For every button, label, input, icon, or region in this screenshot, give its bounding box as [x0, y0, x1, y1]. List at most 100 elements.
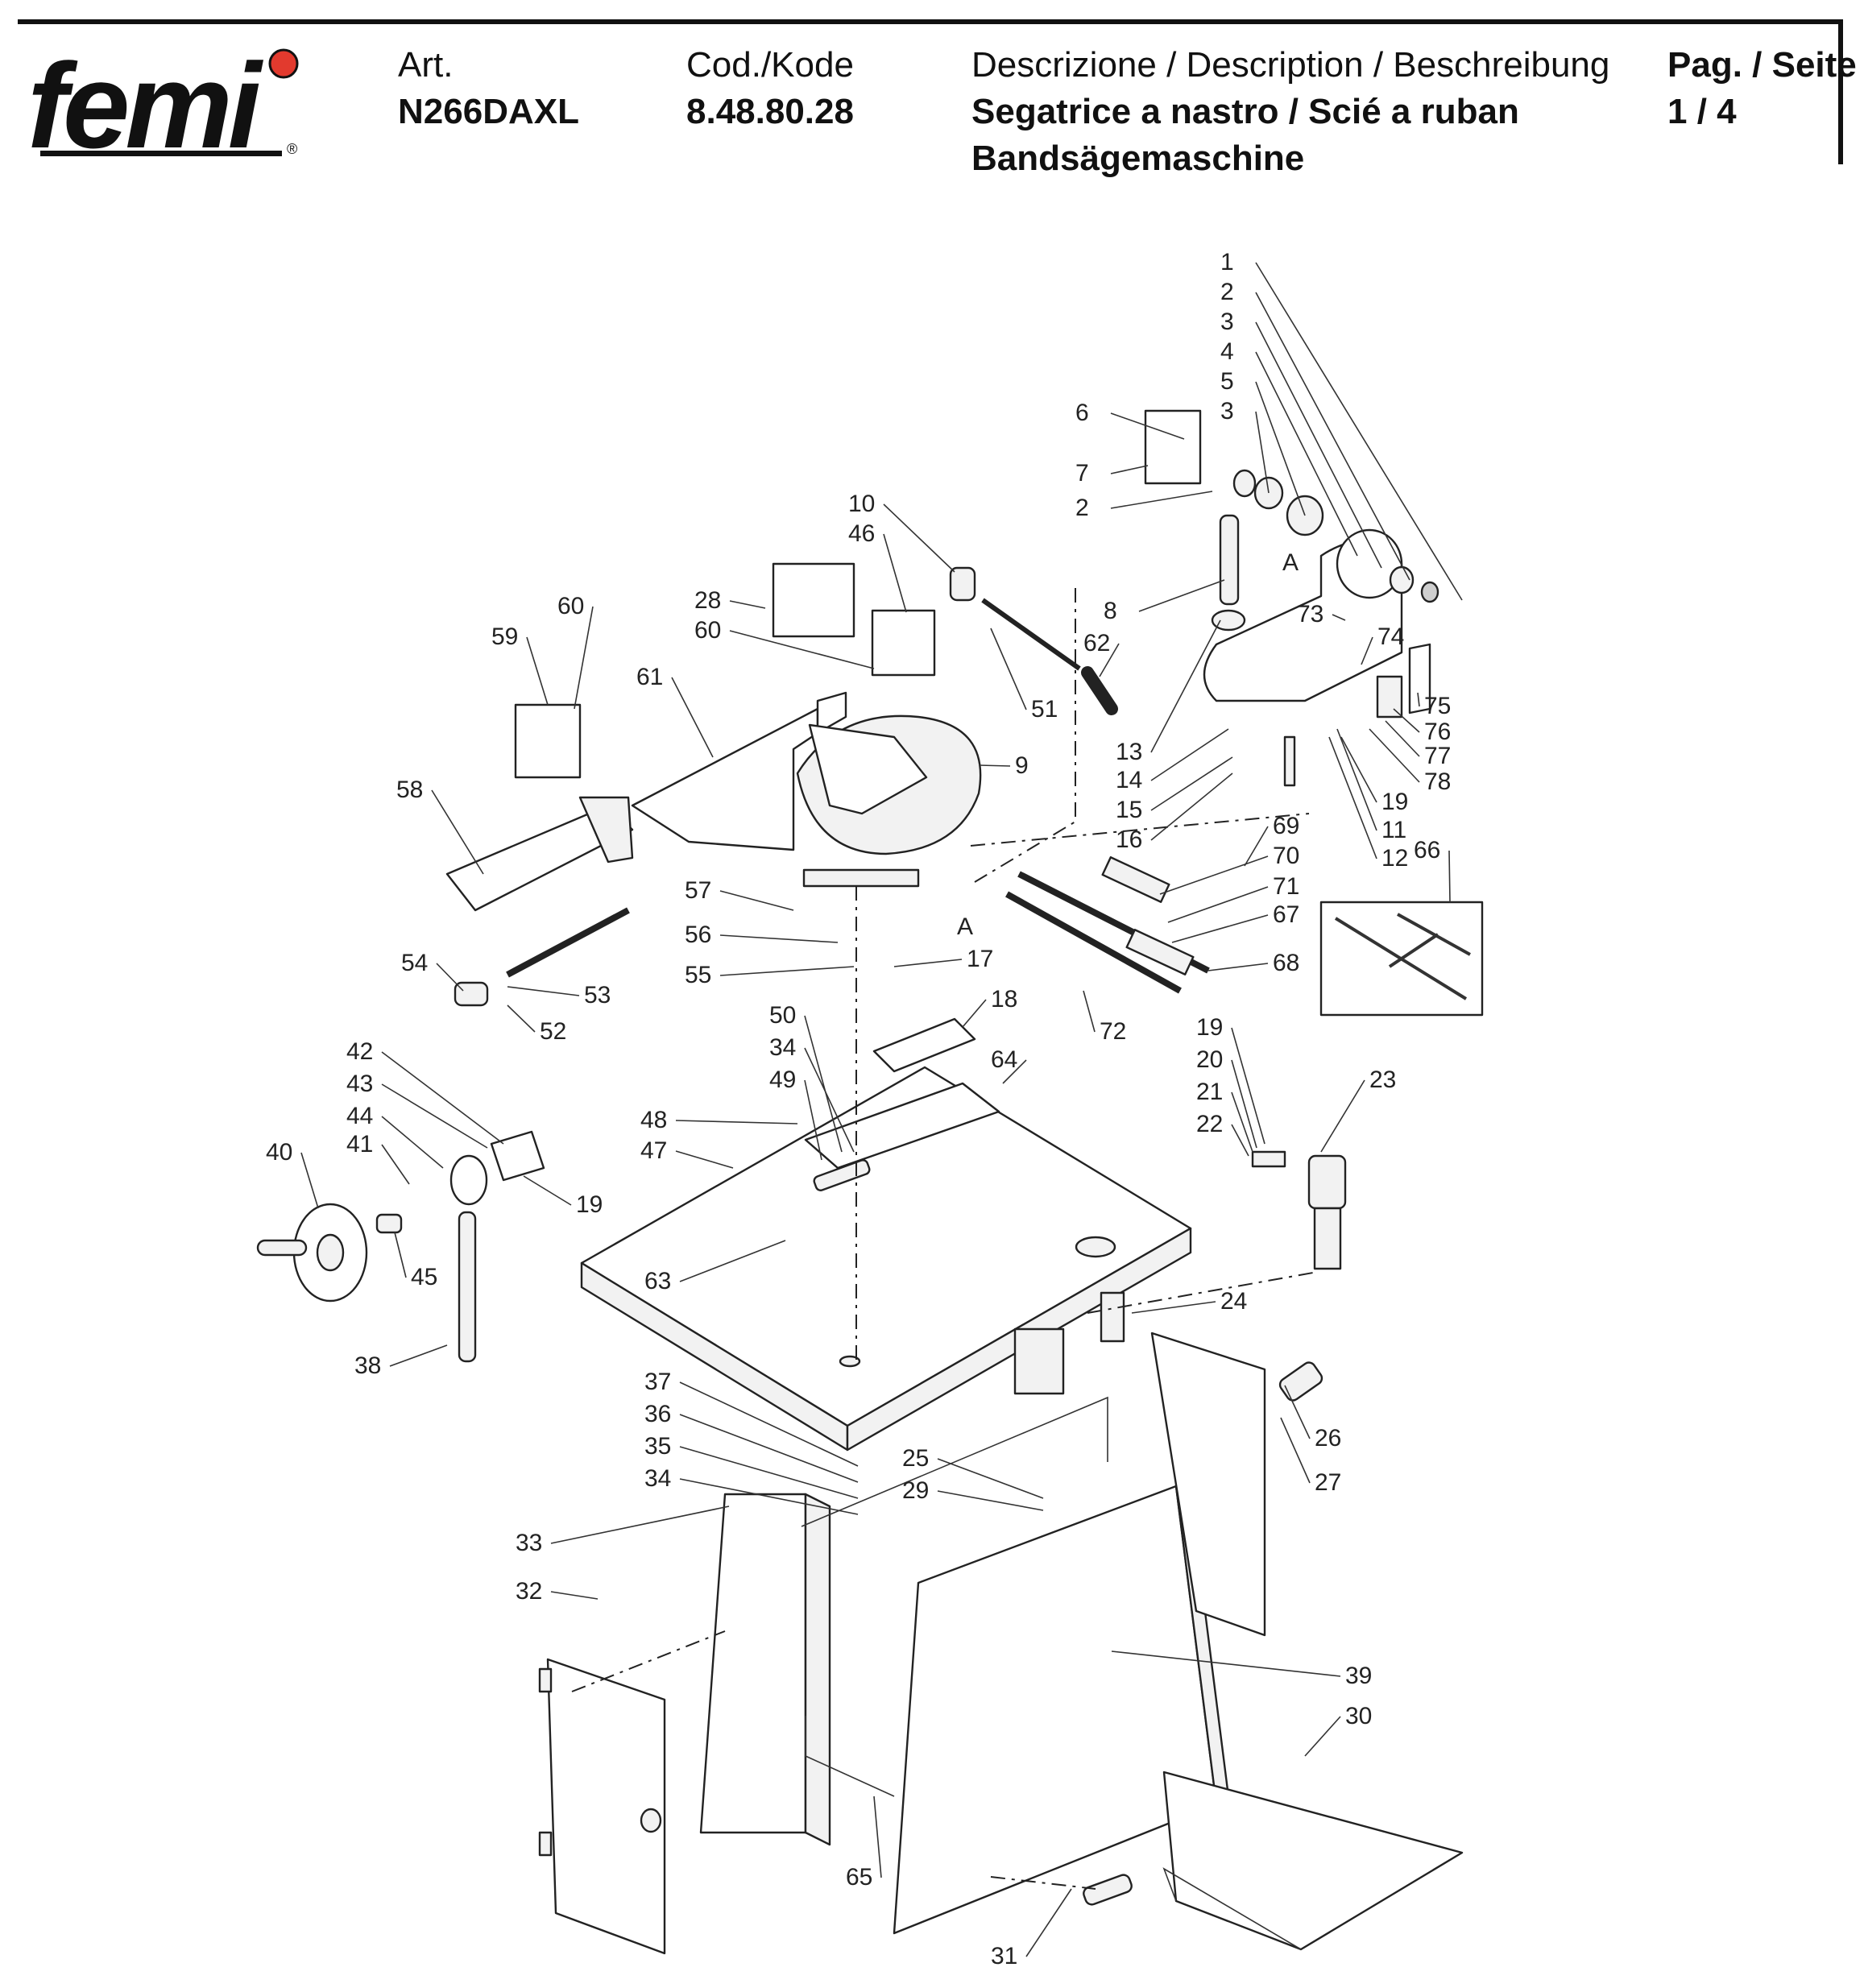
cap-10 [949, 566, 976, 602]
callout-label: 3 [1220, 309, 1234, 335]
callout-label: 25 [902, 1445, 929, 1472]
callout-leader [1328, 736, 1377, 859]
callout-label: 42 [346, 1038, 373, 1065]
callout-label: 50 [769, 1002, 796, 1029]
switch-76 [1376, 675, 1403, 719]
back-panel [1150, 1332, 1266, 1637]
description-line-2: Bandsägemaschine [971, 139, 1305, 178]
callout-leader [1393, 708, 1420, 733]
clamp-plate-28 [772, 562, 855, 638]
callout-label: 37 [644, 1369, 671, 1395]
section-marks: AA [957, 549, 1299, 940]
callout-label: 6 [1075, 400, 1089, 426]
code-value: 8.48.80.28 [686, 92, 854, 131]
callout-leader [523, 1175, 572, 1206]
femi-logo: femi ® [24, 38, 306, 173]
callout-leader [381, 1116, 444, 1169]
callout-leader [1171, 914, 1269, 943]
callout-leader [1150, 619, 1221, 753]
callout-leader [990, 627, 1027, 710]
vice-body-58 [445, 804, 634, 912]
description-line-1: Segatrice a nastro / Scié a ruban [971, 92, 1519, 131]
callout-leader [1110, 491, 1213, 509]
callout-leader [1159, 855, 1269, 895]
door-panel [546, 1658, 666, 1955]
callout-leader [675, 1150, 734, 1169]
base-tray [580, 1066, 1192, 1452]
bearing-block-43 [449, 1154, 488, 1206]
header-frame-top [18, 19, 1843, 24]
callout-leader [1002, 1059, 1027, 1084]
callout-leader [1231, 1027, 1265, 1145]
flange-42 [490, 1130, 545, 1182]
description-label: Descrizione / Description / Beschreibung [971, 45, 1610, 85]
callout-label: 57 [685, 877, 711, 904]
callout-leader [1448, 850, 1451, 903]
callout-leader [679, 1240, 786, 1282]
callout-leader [804, 1047, 855, 1153]
tray-hole [1075, 1236, 1116, 1258]
callout-leader [679, 1478, 859, 1515]
callout-leader [1284, 1385, 1311, 1439]
callout-leader [893, 959, 963, 967]
callout-label: 56 [685, 922, 711, 948]
callout-leader [1110, 412, 1185, 440]
callout-leader [507, 1004, 536, 1033]
alignment-lines [571, 588, 1314, 1890]
pump-body [1313, 1207, 1342, 1270]
callout-leader [507, 986, 580, 996]
callout-label: 49 [769, 1066, 796, 1093]
callout-label: 48 [640, 1107, 667, 1133]
bolt-31 [1083, 1874, 1133, 1906]
handwheel-handle [256, 1239, 308, 1257]
callout-label: 30 [1345, 1703, 1372, 1729]
callout-label: 26 [1315, 1425, 1341, 1452]
callout-leader [1231, 1091, 1253, 1153]
callout-leader [1167, 886, 1269, 923]
callout-label: 35 [644, 1433, 671, 1460]
callout-leader [937, 1458, 1044, 1499]
bow-arm-assembly [445, 562, 982, 1007]
callout-leader [1336, 728, 1377, 831]
callout-label: 68 [1273, 950, 1299, 976]
left-leg [699, 1493, 807, 1834]
callout-label: 21 [1196, 1079, 1223, 1105]
detail-bar-2 [1397, 913, 1471, 956]
callout-leader [1255, 321, 1382, 569]
callout-label: 60 [694, 617, 721, 644]
washer-3 [1232, 469, 1257, 498]
callout-label: 11 [1381, 817, 1406, 843]
callout-label: 3 [1220, 398, 1234, 425]
callout-leader [671, 677, 714, 758]
rod-51 [981, 598, 1081, 671]
callout-label: 16 [1116, 826, 1142, 853]
callout-label: 32 [516, 1578, 542, 1605]
lever-38 [458, 1211, 477, 1363]
tray-cutout [804, 1082, 1000, 1170]
blade-guide-assembly [949, 409, 1439, 787]
callout-leader [1025, 1888, 1072, 1957]
clamp-plate-46 [871, 609, 936, 677]
arm-left [631, 707, 819, 851]
callout-label: 53 [584, 982, 611, 1008]
callout-label: 58 [396, 777, 423, 803]
callout-leader [1369, 728, 1420, 783]
description-block: Descrizione / Description / Beschreibung… [971, 42, 1609, 182]
callout-label: 78 [1424, 768, 1451, 795]
callout-leader [1385, 720, 1420, 757]
callout-label: 34 [644, 1465, 671, 1492]
callout-labels: 1234536721046286086273747576777860596151… [266, 249, 1451, 1969]
callout-leader [574, 606, 594, 710]
callout-leader [1231, 1124, 1249, 1157]
bolt-12 [1283, 735, 1296, 787]
section-mark-label: A [957, 913, 973, 940]
callout-label: 67 [1273, 901, 1299, 928]
callout-leader [1280, 1417, 1311, 1484]
callout-leader [1340, 736, 1377, 803]
page-block: Pag. / Seite 1 / 4 [1667, 42, 1857, 135]
callout-label: 4 [1220, 338, 1234, 365]
art-value: N266DAXL [398, 92, 579, 131]
callout-label: 7 [1075, 460, 1089, 487]
callout-label: 46 [848, 520, 875, 547]
washer-2 [1389, 565, 1415, 594]
